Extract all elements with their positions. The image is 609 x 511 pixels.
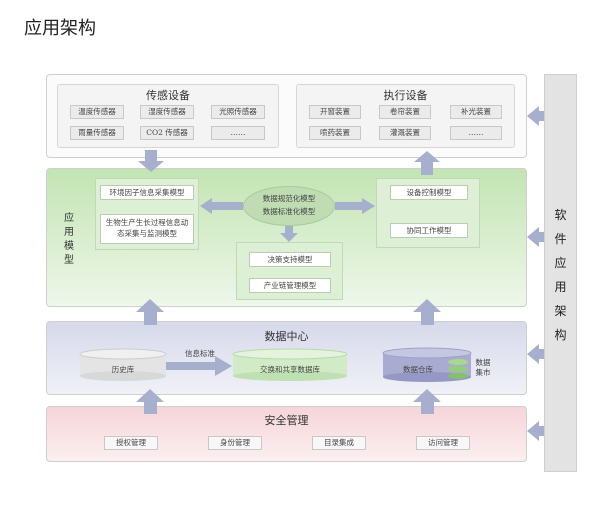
- app-model-label-char: 模: [64, 241, 74, 252]
- side-label-char: 架: [554, 304, 567, 318]
- side-label-char: 构: [554, 328, 567, 342]
- actuators-title: 执行设备: [383, 89, 428, 102]
- app-model-label-char: 用: [64, 227, 74, 238]
- data-center-title: 数据中心: [264, 330, 309, 343]
- bio-monitoring-model: 生物生产生长过程信息动态采集与监测模型: [100, 214, 194, 244]
- arrow-down-icon: [280, 226, 298, 242]
- data-normalization-ellipse: [243, 186, 335, 226]
- security-panel: [46, 406, 527, 462]
- history-db-label: 历史库: [111, 365, 135, 374]
- datamart-label: 数据 集市: [472, 358, 494, 378]
- actuator-item: 补光装置: [450, 105, 502, 119]
- industry-chain-model: 产业链管理模型: [249, 278, 331, 293]
- app-model-label: 应 用 模 型: [62, 212, 76, 268]
- sensor-item: 光照传感器: [211, 105, 265, 119]
- security-item: 授权管理: [104, 436, 158, 450]
- arrow-left-icon: [200, 198, 243, 214]
- sensors-title: 传感设备: [146, 89, 190, 102]
- info-standard-label: 信息标准: [185, 349, 215, 358]
- arrow-right-icon: [335, 198, 375, 214]
- actuator-item: 喷药装置: [309, 126, 361, 140]
- arrow-up-icon: [136, 389, 164, 414]
- arrow-left-icon: [527, 421, 544, 441]
- arrow-up-icon: [136, 299, 164, 325]
- exchange-db-label: 交换和共享数据库: [260, 365, 320, 374]
- page-title: 应用架构: [24, 18, 96, 39]
- arrow-left-icon: [527, 106, 544, 126]
- security-title: 安全管理: [264, 414, 309, 427]
- software-architecture-sidebar: 软 件 应 用 架 构: [544, 74, 577, 472]
- decision-support-model: 决策支持模型: [249, 252, 331, 267]
- security-item: 身份管理: [208, 436, 262, 450]
- sensor-item: 温度传感器: [70, 105, 124, 119]
- side-label-char: 应: [554, 256, 567, 270]
- exchange-db-cylinder: [232, 348, 348, 381]
- app-model-label-char: 型: [64, 255, 74, 266]
- sensor-item: CO2 传感器: [140, 126, 194, 140]
- actuator-item: 开窗装置: [309, 105, 361, 119]
- env-collection-model: 环境因子信息采集模型: [100, 185, 194, 200]
- side-label-char: 件: [554, 232, 567, 246]
- data-standardization-model: 数据标准化模型: [262, 207, 316, 216]
- warehouse-cylinder: [382, 347, 472, 382]
- actuator-item: 灌溉装置: [379, 126, 431, 140]
- device-control-model: 设备控制模型: [390, 185, 468, 200]
- arrow-left-icon: [527, 227, 544, 247]
- arrow-up-icon: [413, 299, 441, 325]
- bio-monitoring-text: 生物生产生长过程信息动态采集与监测模型: [105, 218, 189, 238]
- datamart-label-line: 集市: [475, 368, 491, 377]
- datamart-icon: [448, 359, 468, 379]
- data-normalization-model: 数据规范化模型: [262, 194, 316, 203]
- arrow-up-icon: [414, 151, 440, 175]
- collaboration-model: 协同工作模型: [390, 223, 468, 238]
- actuator-item: ……: [450, 126, 502, 140]
- sensor-item: 雨量传感器: [70, 126, 124, 140]
- sensor-item: 湿度传感器: [140, 105, 194, 119]
- arrow-down-icon: [138, 150, 164, 172]
- security-item: 访问管理: [416, 436, 470, 450]
- side-label-char: 用: [554, 280, 567, 294]
- arrow-right-icon: [166, 356, 232, 376]
- side-label-char: 软: [554, 208, 567, 222]
- sensor-item: ……: [211, 126, 265, 140]
- app-model-label-char: 应: [64, 213, 74, 224]
- arrow-up-icon: [413, 389, 441, 414]
- datamart-label-line: 数据: [475, 358, 491, 367]
- actuator-item: 卷帘装置: [379, 105, 431, 119]
- arrow-left-icon: [527, 344, 544, 364]
- history-db-cylinder: [79, 348, 167, 381]
- security-item: 目录集成: [312, 436, 366, 450]
- warehouse-label: 数据仓库: [403, 365, 433, 374]
